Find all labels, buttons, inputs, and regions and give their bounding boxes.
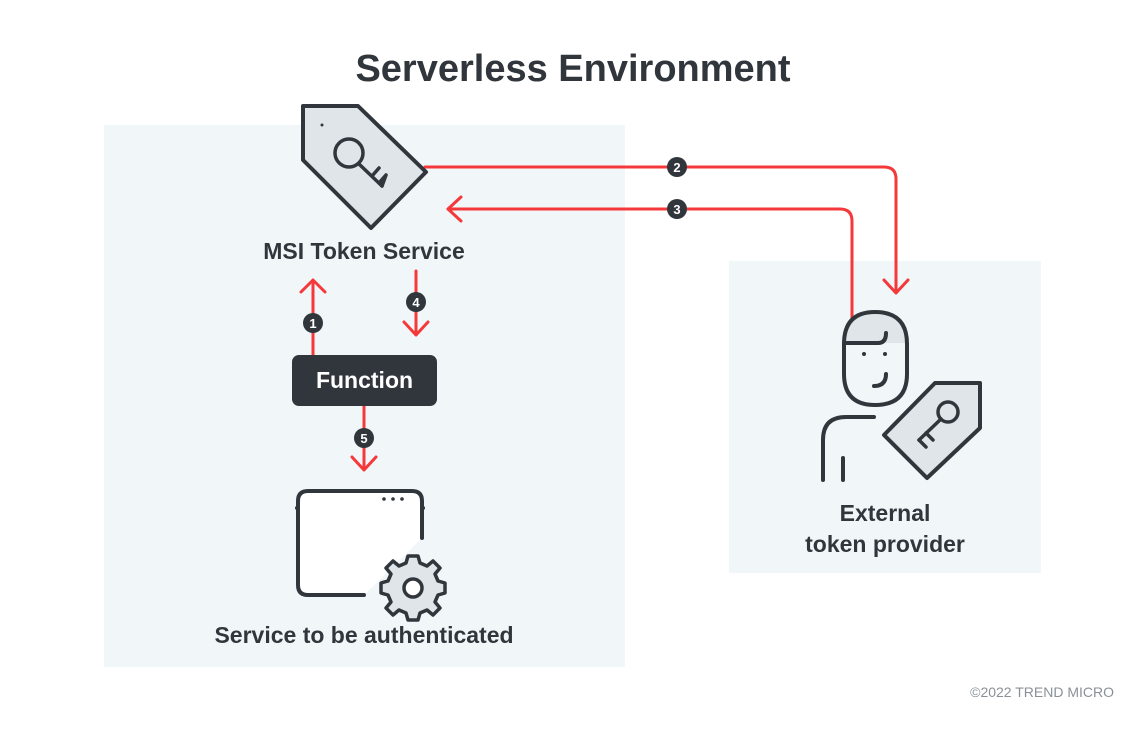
step-number: 2 (673, 160, 680, 175)
key-tag-icon (301, 104, 428, 230)
step-number: 4 (412, 295, 420, 310)
step-badge-2: 2 (667, 157, 687, 177)
step-badge-1: 1 (303, 313, 323, 333)
arrow-step-1-head (299, 278, 327, 294)
step-badge-4: 4 (406, 292, 426, 312)
external-label-line1: External (839, 500, 931, 526)
step-badge-5: 5 (354, 428, 374, 448)
arrow-step-2-head (882, 278, 910, 295)
function-label: Function (315, 367, 414, 393)
step-number: 1 (309, 316, 316, 331)
arrow-step-4-head (402, 320, 430, 337)
step-number: 5 (360, 431, 367, 446)
person-with-key-tag-icon (821, 310, 982, 482)
msi-token-service-label: MSI Token Service (263, 238, 465, 264)
step-number: 3 (673, 202, 680, 217)
service-to-authenticate-label: Service to be authenticated (214, 622, 514, 648)
external-label-line2: token provider (805, 531, 965, 557)
arrow-step-2 (423, 165, 898, 294)
arrow-step-5-head (350, 455, 378, 472)
arrow-step-3-head (446, 195, 463, 223)
step-badge-3: 3 (667, 199, 687, 219)
browser-window-gear-icon (295, 489, 447, 622)
function-node: Function (292, 355, 437, 406)
copyright-notice: ©2022 TREND MICRO (970, 684, 1114, 700)
external-token-provider-label: External token provider (770, 498, 1000, 560)
diagram-title: Serverless Environment (355, 48, 791, 90)
arrow-step-3 (446, 207, 854, 320)
